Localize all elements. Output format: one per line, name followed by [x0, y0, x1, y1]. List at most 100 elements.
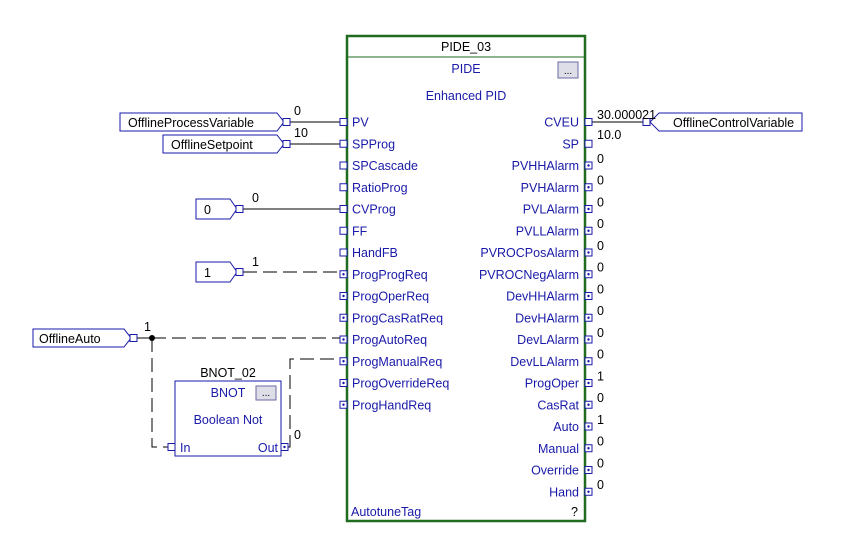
pin-label: DevLLAlarm: [510, 355, 579, 369]
pide-input-pin-progmanualreq[interactable]: ProgManualReq: [339, 355, 442, 369]
pide-input-pin-proghandreq[interactable]: ProgHandReq: [339, 398, 431, 412]
pin-label: PVHAlarm: [521, 181, 579, 195]
pin-label: DevHAlarm: [515, 311, 579, 325]
pin-marker[interactable]: [339, 226, 348, 235]
bnot-block[interactable]: BNOT Boolean Not ... In Out: [167, 380, 289, 457]
output-reference-cv[interactable]: OfflineControlVariable: [642, 112, 803, 132]
output-value-pvhalarm: 0: [597, 174, 604, 188]
pin-label: Auto: [553, 420, 579, 434]
pin-marker[interactable]: [339, 161, 348, 170]
wire-progmanualreq[interactable]: [288, 358, 340, 448]
auto-wire-value: 1: [144, 320, 151, 334]
input-constant-cvprog[interactable]: 0: [195, 198, 244, 220]
pin-label: CVProg: [352, 203, 396, 217]
pide-input-pin-handfb[interactable]: HandFB: [339, 246, 398, 260]
pide-input-pin-ff[interactable]: FF: [339, 224, 368, 238]
input-reference-setpoint[interactable]: OfflineSetpoint: [162, 134, 291, 154]
pide-input-pin-spprog[interactable]: SPProg: [339, 137, 395, 151]
pide-output-pin-pvrocnegalarm[interactable]: PVROCNegAlarm 0: [479, 261, 604, 282]
pin-marker[interactable]: [339, 118, 348, 126]
bnot-out-wire-value: 0: [294, 428, 301, 442]
pin-marker[interactable]: [339, 248, 348, 257]
auto-tag-label: OfflineAuto: [39, 332, 101, 346]
pide-input-pin-spcascade[interactable]: SPCascade: [339, 159, 418, 173]
progprogreq-wire-value: 1: [252, 255, 259, 269]
pide-input-pin-pv[interactable]: PV: [339, 116, 369, 130]
branch-junction-dot: [149, 335, 155, 341]
pin-label: ProgOverrideReq: [352, 377, 449, 391]
bnot-block-type: BNOT: [211, 386, 246, 400]
pin-label: ProgManualReq: [352, 355, 442, 369]
pide-output-pin-devllalarm[interactable]: DevLLAlarm 0: [510, 348, 604, 369]
pide-input-pin-progoverridereq[interactable]: ProgOverrideReq: [339, 377, 449, 391]
output-value-casrat: 0: [597, 391, 604, 405]
bnot-properties-button[interactable]: ...: [255, 385, 277, 401]
pide-block-type: PIDE: [451, 62, 480, 76]
bnot-in-pin-marker[interactable]: [167, 443, 176, 451]
pin-label: DevHHAlarm: [506, 290, 579, 304]
input-reference-pv[interactable]: OfflineProcessVariable: [119, 112, 291, 132]
pin-label: ProgProgReq: [352, 268, 428, 282]
svg-text:...: ...: [564, 66, 572, 77]
progprogreq-const-label: 1: [204, 266, 211, 280]
pide-input-pin-progprogreq[interactable]: ProgProgReq: [339, 268, 428, 282]
pide-input-pin-progoperreq[interactable]: ProgOperReq: [339, 290, 429, 304]
pin-marker[interactable]: [584, 139, 593, 148]
pide-description: Enhanced PID: [426, 89, 507, 103]
input-reference-auto[interactable]: OfflineAuto: [32, 328, 138, 348]
pide-tag-name: PIDE_03: [441, 40, 491, 54]
pide-block[interactable]: PIDE_03 PIDE Enhanced PID ... AutotuneTa…: [339, 34, 656, 523]
output-value-cveu: 30.000021: [597, 108, 656, 122]
wires: [137, 121, 644, 448]
pin-label: PVROCNegAlarm: [479, 268, 579, 282]
pin-label: DevLAlarm: [517, 333, 579, 347]
pin-label: PVLAlarm: [523, 203, 579, 217]
bnot-in-pin-label: In: [180, 441, 190, 455]
input-constant-progprogreq[interactable]: 1: [195, 261, 244, 283]
pin-marker[interactable]: [339, 205, 348, 213]
pide-properties-button[interactable]: ...: [557, 61, 579, 79]
pin-label: SP: [562, 137, 579, 151]
pide-block-frame[interactable]: [345, 34, 587, 523]
pin-label: SPCascade: [352, 159, 418, 173]
pide-output-pin-sp[interactable]: SP 10.0: [562, 128, 621, 152]
output-value-sp: 10.0: [597, 128, 621, 142]
pide-output-pin-pvhalarm[interactable]: PVHAlarm 0: [521, 174, 604, 195]
pide-output-pin-cveu[interactable]: CVEU 30.000021: [544, 108, 656, 130]
pide-input-pin-progautoreq[interactable]: ProgAutoReq: [339, 333, 427, 347]
pin-label: ProgOperReq: [352, 290, 429, 304]
output-value-auto: 1: [597, 413, 604, 427]
output-value-devllalarm: 0: [597, 348, 604, 362]
pide-output-pins: CVEU30.000021SP10.0PVHHAlarm0PVHAlarm0PV…: [479, 108, 656, 499]
output-value-pvrocnegalarm: 0: [597, 261, 604, 275]
output-value-hand: 0: [597, 478, 604, 492]
sp-tag-label: OfflineSetpoint: [171, 138, 253, 152]
pin-marker[interactable]: [339, 183, 348, 192]
wire-bnot-in[interactable]: [151, 338, 170, 448]
pide-input-pin-ratioprog[interactable]: RatioProg: [339, 181, 408, 195]
pin-label: CVEU: [544, 116, 579, 130]
pin-label: HandFB: [352, 246, 398, 260]
bnot-description: Boolean Not: [194, 413, 263, 427]
output-value-override: 0: [597, 456, 604, 470]
pv-wire-value: 0: [294, 104, 301, 118]
pide-input-pin-progcasratreq[interactable]: ProgCasRatReq: [339, 311, 443, 325]
pide-input-pin-cvprog[interactable]: CVProg: [339, 203, 396, 217]
svg-text:...: ...: [262, 388, 270, 399]
pin-marker[interactable]: [584, 118, 593, 126]
pin-marker[interactable]: [339, 139, 348, 148]
pide-output-pin-auto[interactable]: Auto 1: [553, 413, 604, 434]
